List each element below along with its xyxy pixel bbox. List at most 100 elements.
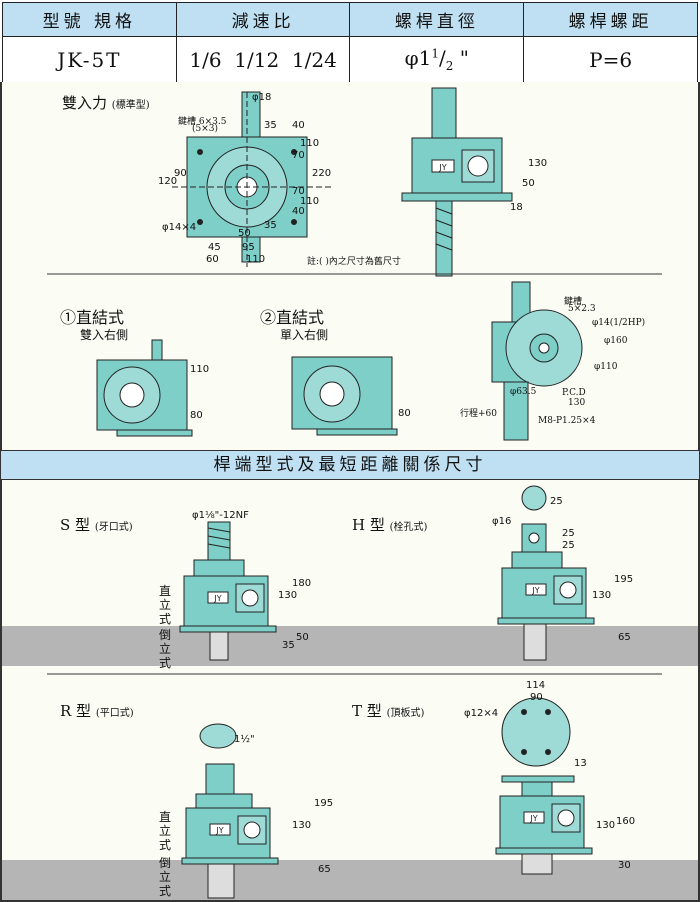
section-title: 桿端型式及最短距離關係尺寸 bbox=[0, 450, 700, 480]
motor-mount-drawing bbox=[491, 281, 583, 441]
r-inverted-label: 倒立式 bbox=[158, 856, 171, 898]
header-model: 型號 規格 bbox=[2, 2, 177, 37]
dim-front-9: 110 bbox=[300, 196, 320, 207]
top-divider bbox=[47, 273, 662, 275]
t-dim-0: 114 bbox=[526, 680, 546, 691]
dim-front-8: 70 bbox=[292, 186, 305, 197]
t-dim-5: 130 bbox=[596, 820, 616, 831]
h-dim-3: 25 bbox=[562, 540, 575, 551]
header-pitch: 螺桿螺距 bbox=[523, 2, 698, 37]
motor-dim-4: φ110 bbox=[594, 362, 618, 372]
t-dim-2: φ12×4 bbox=[464, 708, 499, 719]
dim-side-1: 50 bbox=[522, 178, 535, 189]
motor-dim-8: M8-P1.25×4 bbox=[538, 416, 596, 426]
h-dim-4: 195 bbox=[614, 574, 634, 585]
dim-front-13: 50 bbox=[238, 228, 251, 239]
value-model: JK-5T bbox=[2, 36, 177, 83]
h-type-drawing: JY bbox=[497, 485, 595, 661]
dim-front-15: 95 bbox=[242, 242, 255, 253]
dim-front-12: φ14×4 bbox=[162, 222, 197, 233]
dim-front-6: 120 bbox=[158, 176, 178, 187]
value-diameter: φ11/2 " bbox=[349, 36, 525, 83]
direct1-dim-1: 80 bbox=[190, 410, 203, 421]
ratio-2: 1/12 bbox=[234, 47, 280, 72]
s-inverted-label: 倒立式 bbox=[158, 628, 171, 670]
spec-table: 型號 規格 減速比 螺桿直徑 螺桿螺距 JK-5T 1/6 1/12 1/24 … bbox=[2, 2, 698, 83]
h-type-title: H 型 (栓孔式) bbox=[352, 516, 428, 534]
s-dim-2: 50 bbox=[296, 632, 309, 643]
h-dim-5: 130 bbox=[592, 590, 612, 601]
ratio-1: 1/6 bbox=[189, 47, 222, 72]
jy-logo-side: JY bbox=[438, 163, 446, 172]
jy-logo-s: JY bbox=[213, 594, 221, 603]
header-diameter: 螺桿直徑 bbox=[349, 2, 525, 37]
direct2-title: ②直結式 bbox=[260, 308, 325, 327]
motor-dim-9: 行程+60 bbox=[460, 409, 497, 419]
motor-dim-5: φ63.5 bbox=[510, 387, 537, 397]
dim-front-1: 35 bbox=[264, 120, 277, 131]
s-thread: φ1⅛"-12NF bbox=[192, 510, 249, 521]
jy-logo-t: JY bbox=[529, 814, 537, 823]
h-dim-1: φ16 bbox=[492, 516, 512, 527]
bottom-divider bbox=[47, 673, 662, 675]
dim-side-0: 130 bbox=[528, 158, 548, 169]
t-dim-3: 13 bbox=[574, 758, 587, 769]
keyway-label: 鍵槽 6×3.5 bbox=[178, 117, 227, 127]
motor-dim-0: 鍵槽 bbox=[564, 297, 583, 307]
r-dim-3: 65 bbox=[318, 864, 331, 875]
diameter-num: 1 bbox=[431, 46, 440, 61]
dim-front-7: 220 bbox=[312, 168, 332, 179]
s-type-title: S 型 (牙口式) bbox=[60, 516, 133, 534]
dual-input-title: 雙入力 (標準型) bbox=[62, 94, 150, 112]
h-dim-2: 25 bbox=[562, 528, 575, 539]
jy-logo-h: JY bbox=[531, 586, 539, 595]
t-type-title: T 型 (頂板式) bbox=[352, 702, 425, 720]
r-type-title: R 型 (平口式) bbox=[60, 702, 134, 720]
motor-dim-7: 130 bbox=[568, 398, 586, 408]
r-upright-label: 直立式 bbox=[158, 810, 171, 852]
dim-front-3: 110 bbox=[300, 138, 320, 149]
diameter-den: 2 bbox=[445, 59, 454, 73]
diameter-prefix: φ1 bbox=[404, 46, 432, 70]
s-upright-label: 直立式 bbox=[158, 584, 171, 626]
dim-front-11: 35 bbox=[264, 220, 277, 231]
floor-band-upper bbox=[2, 626, 698, 666]
dim-front-2: 40 bbox=[292, 120, 305, 131]
direct1-dim-0: 110 bbox=[190, 364, 210, 375]
ratio-3: 1/24 bbox=[291, 47, 337, 72]
dual-input-side-drawing: JY bbox=[401, 87, 513, 277]
r-type-drawing: JY bbox=[181, 723, 279, 899]
dim-side-2: 18 bbox=[510, 202, 523, 213]
top-panel: 雙入力 (標準型) φ18 鍵槽 6×3.5 (5×3) 35 40 110 7… bbox=[0, 82, 700, 450]
s-dim-0: 180 bbox=[292, 578, 312, 589]
t-dim-1: 90 bbox=[530, 692, 543, 703]
jy-logo-r: JY bbox=[215, 826, 223, 835]
direct2-sub: 單入右側 bbox=[280, 328, 329, 342]
dim-front-14: 45 bbox=[208, 242, 221, 253]
s-type-drawing: JY bbox=[179, 521, 277, 661]
motor-dim-6: P.C.D bbox=[562, 388, 586, 398]
dual-input-front-drawing bbox=[172, 91, 332, 267]
motor-dim-2: φ14(1/2HP) bbox=[592, 318, 646, 328]
dim-front-5: 90 bbox=[174, 168, 187, 179]
dim-front-4: 70 bbox=[292, 150, 305, 161]
old-size-note: 註:( )內之尺寸為舊尺寸 bbox=[307, 257, 401, 267]
dim-front-0: φ18 bbox=[252, 92, 272, 103]
direct2-drawing bbox=[291, 356, 398, 436]
direct1-title: ①直結式 bbox=[60, 308, 125, 327]
header-ratio: 減速比 bbox=[175, 2, 351, 37]
motor-dim-3: φ160 bbox=[604, 336, 628, 346]
value-pitch: P=6 bbox=[523, 36, 698, 83]
h-dim-6: 65 bbox=[618, 632, 631, 643]
dim-front-16: 60 bbox=[206, 254, 219, 265]
t-dim-4: 160 bbox=[616, 816, 636, 827]
s-dim-1: 130 bbox=[278, 590, 298, 601]
r-dim-1: 195 bbox=[314, 798, 334, 809]
spec-header-row: 型號 規格 減速比 螺桿直徑 螺桿螺距 bbox=[2, 2, 698, 37]
diameter-unit: " bbox=[459, 46, 469, 70]
dim-front-10: 40 bbox=[292, 206, 305, 217]
floor-band-lower bbox=[2, 860, 698, 900]
spec-value-row: JK-5T 1/6 1/12 1/24 φ11/2 " P=6 bbox=[2, 36, 698, 83]
direct2-dim-0: 80 bbox=[398, 408, 411, 419]
dim-front-17: 110 bbox=[246, 254, 266, 265]
